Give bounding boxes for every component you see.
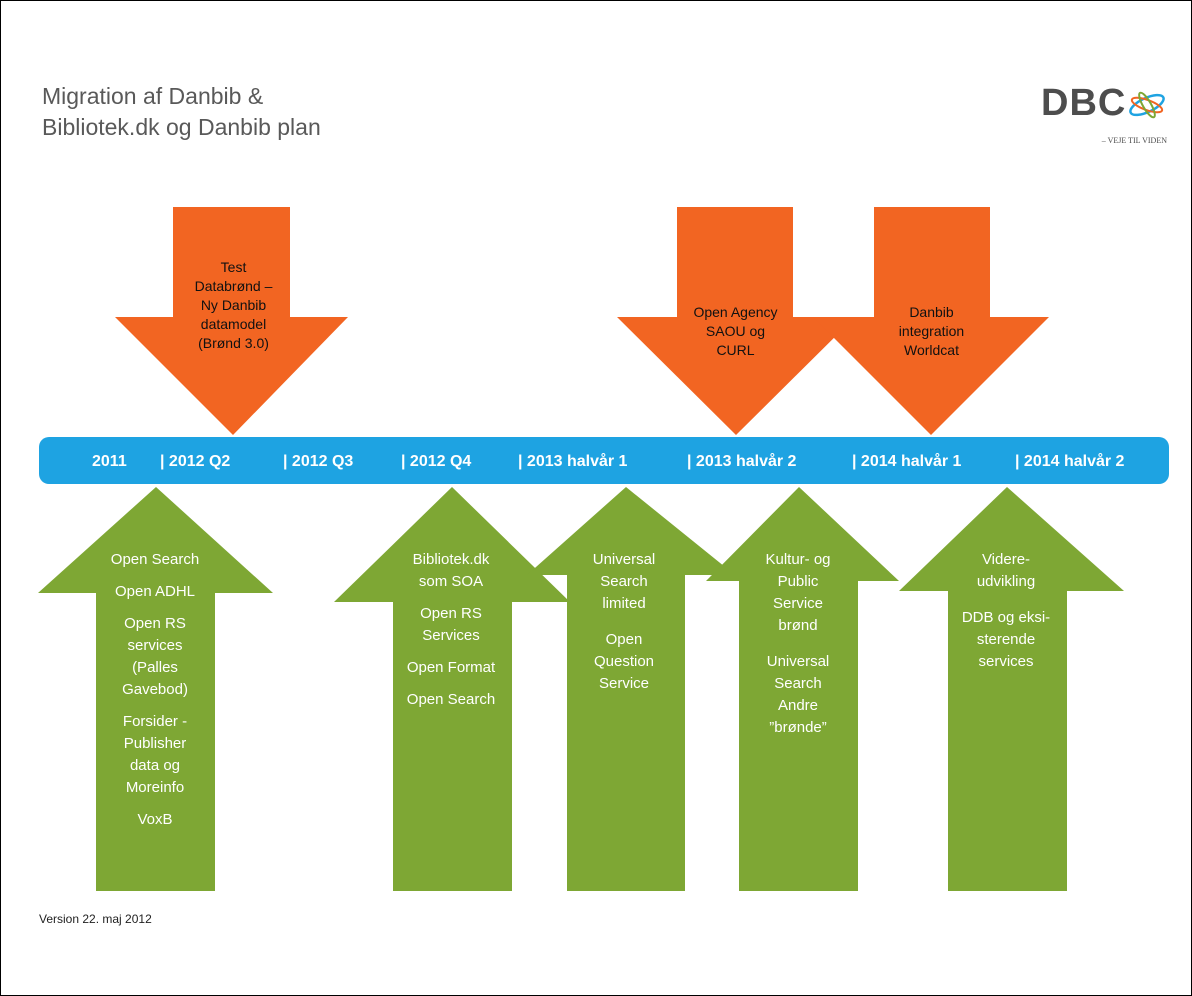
list-item: Bibliotek.dk som SOA bbox=[391, 549, 511, 593]
text-line: Services bbox=[422, 627, 480, 644]
timeline-label-2011: 2011 bbox=[92, 453, 127, 470]
text-line: Open RS bbox=[420, 605, 482, 622]
text-line: DDB og eksi- bbox=[961, 609, 1051, 626]
logo-swirl-icon bbox=[1129, 91, 1165, 119]
text-line: ”brønde” bbox=[769, 719, 827, 736]
list-item: Open ADHL bbox=[95, 581, 215, 603]
text-line: data og bbox=[129, 757, 181, 774]
list-item: Open Question Service bbox=[564, 629, 684, 695]
up-arrow-3-text: Universal Search limited Open Question S… bbox=[564, 549, 684, 709]
down-arrow-3-text: Danbib integration Worldcat bbox=[869, 303, 994, 360]
timeline-label-2013-h2: | 2013 halvår 2 bbox=[687, 453, 797, 470]
up-arrow-5-text: Videre- udvikling DDB og eksi- sterende … bbox=[946, 549, 1066, 687]
up-arrow-3 bbox=[527, 487, 735, 891]
timeline-label-2012-q4: | 2012 Q4 bbox=[401, 453, 472, 470]
up-arrow-4-text: Kultur- og Public Service brønd Universa… bbox=[738, 549, 858, 753]
list-item: DDB og eksi- sterende services bbox=[946, 607, 1066, 673]
up-arrow-4 bbox=[706, 487, 899, 891]
list-item: Open Search bbox=[391, 689, 511, 711]
text-line: (Palles bbox=[132, 659, 178, 676]
text-line: (Brønd 3.0) bbox=[198, 335, 269, 351]
slide-title: Migration af Danbib & Bibliotek.dk og Da… bbox=[42, 81, 321, 143]
text-line: Open bbox=[605, 631, 643, 648]
down-arrow-3 bbox=[813, 207, 1049, 435]
timeline-label-2014-h1: | 2014 halvår 1 bbox=[852, 453, 962, 470]
up-arrow-1-text: Open Search Open ADHL Open RS services (… bbox=[95, 549, 215, 841]
list-item: Universal Search limited bbox=[564, 549, 684, 615]
text-line: Service bbox=[772, 595, 824, 612]
list-item: Forsider - Publisher data og Moreinfo bbox=[95, 711, 215, 799]
text-line: Universal bbox=[766, 653, 830, 670]
text-line: Kultur- og bbox=[765, 551, 831, 568]
down-arrow-1-text: Test Databrønd – Ny Danbib datamodel (Br… bbox=[186, 258, 281, 353]
text-line: services bbox=[127, 637, 183, 654]
text-line: Search bbox=[774, 675, 822, 692]
text-line: Forsider - bbox=[122, 713, 188, 730]
text-line: Open Format bbox=[406, 659, 496, 676]
text-line: Ny Danbib bbox=[200, 297, 267, 313]
timeline-label-2012-q2: | 2012 Q2 bbox=[160, 453, 231, 470]
timeline-bar bbox=[39, 437, 1169, 484]
text-line: Publisher bbox=[123, 735, 187, 752]
list-item: Videre- udvikling bbox=[946, 549, 1066, 593]
text-line: Bibliotek.dk bbox=[412, 551, 490, 568]
list-item: Open RS services (Palles Gavebod) bbox=[95, 613, 215, 701]
timeline-label-2012-q3: | 2012 Q3 bbox=[283, 453, 354, 470]
text-line: Gavebod) bbox=[122, 681, 188, 698]
down-arrow-2-text: Open Agency SAOU og CURL bbox=[673, 303, 798, 360]
list-item: Universal Search Andre ”brønde” bbox=[738, 651, 858, 739]
text-line: udvikling bbox=[976, 573, 1036, 590]
up-arrow-1 bbox=[38, 487, 273, 891]
text-line: Public bbox=[777, 573, 819, 590]
text-line: Andre bbox=[777, 697, 819, 714]
title-line-1: Migration af Danbib & bbox=[42, 83, 264, 109]
text-line: Service bbox=[598, 675, 650, 692]
list-item: Open Format bbox=[391, 657, 511, 679]
text-line: Open ADHL bbox=[114, 583, 196, 600]
down-arrow-1 bbox=[115, 207, 348, 435]
logo-tagline: – VEJE TIL VIDEN bbox=[1101, 136, 1167, 145]
text-line: Open Agency bbox=[693, 304, 778, 320]
text-line: VoxB bbox=[137, 811, 173, 828]
list-item: VoxB bbox=[95, 809, 215, 831]
down-arrow-2 bbox=[617, 207, 855, 435]
dbc-logo: DBC – VEJE TIL VIDEN bbox=[1041, 83, 1171, 153]
text-line: Open Search bbox=[110, 551, 200, 568]
text-line: Universal bbox=[592, 551, 656, 568]
text-line: services bbox=[978, 653, 1034, 670]
timeline-label-2013-h1: | 2013 halvår 1 bbox=[518, 453, 628, 470]
text-line: Moreinfo bbox=[125, 779, 185, 796]
logo-text: DBC bbox=[1041, 82, 1127, 124]
up-arrow-2 bbox=[334, 487, 570, 891]
text-line: SAOU og bbox=[705, 323, 766, 339]
list-item: Open RS Services bbox=[391, 603, 511, 647]
text-line: Databrønd – bbox=[194, 278, 273, 294]
text-line: Search bbox=[600, 573, 648, 590]
text-line: Videre- bbox=[981, 551, 1031, 568]
text-line: CURL bbox=[716, 342, 755, 358]
list-item: Open Search bbox=[95, 549, 215, 571]
text-line: Worldcat bbox=[904, 342, 959, 358]
text-line: Open Search bbox=[406, 691, 496, 708]
text-line: Test bbox=[220, 259, 247, 275]
text-line: som SOA bbox=[418, 573, 484, 590]
text-line: Open RS bbox=[124, 615, 186, 632]
up-arrow-5 bbox=[899, 487, 1124, 891]
list-item: Kultur- og Public Service brønd bbox=[738, 549, 858, 637]
text-line: integration bbox=[898, 323, 965, 339]
up-arrow-2-text: Bibliotek.dk som SOA Open RS Services Op… bbox=[391, 549, 511, 721]
text-line: limited bbox=[602, 595, 646, 612]
version-note: Version 22. maj 2012 bbox=[39, 912, 152, 926]
text-line: Question bbox=[593, 653, 655, 670]
title-line-2: Bibliotek.dk og Danbib plan bbox=[42, 114, 321, 140]
text-line: datamodel bbox=[200, 316, 267, 332]
timeline-label-2014-h2: | 2014 halvår 2 bbox=[1015, 453, 1125, 470]
text-line: sterende bbox=[976, 631, 1036, 648]
text-line: Danbib bbox=[909, 304, 954, 320]
text-line: brønd bbox=[778, 617, 818, 634]
